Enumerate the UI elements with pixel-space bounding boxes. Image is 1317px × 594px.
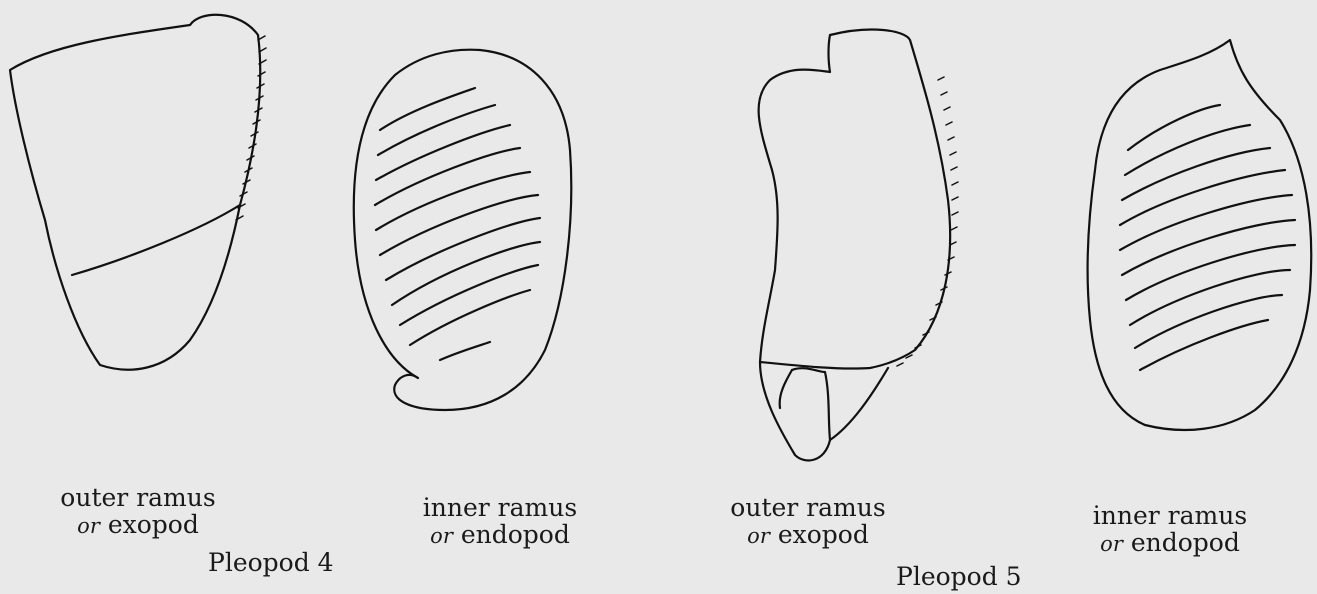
pleopod-5-endopod-label: inner ramus or endopod (1080, 502, 1260, 558)
pleopod-4-exopod-drawing (10, 15, 266, 370)
pleopod-4-caption: Pleopod 4 (208, 548, 334, 577)
label-or: or (430, 524, 453, 548)
label-line1: outer ramus (718, 494, 898, 521)
pleopod-4-exopod-label: outer ramus or exopod (48, 484, 228, 540)
pleopod-5-exopod-drawing (759, 30, 958, 461)
pleopod-4-endopod-drawing (354, 50, 571, 410)
label-line2: or exopod (718, 521, 898, 550)
pleopod-4-exopod-setae (236, 36, 266, 220)
label-line1: inner ramus (410, 494, 590, 521)
label-term: endopod (461, 520, 570, 549)
label-line2: or endopod (1080, 529, 1260, 558)
label-or: or (77, 514, 100, 538)
label-line1: outer ramus (48, 484, 228, 511)
label-term: endopod (1131, 528, 1240, 557)
label-term: exopod (108, 510, 199, 539)
pleopod-5-caption: Pleopod 5 (896, 562, 1022, 591)
label-or: or (1100, 532, 1123, 556)
pleopod-4-endopod-label: inner ramus or endopod (410, 494, 590, 550)
label-or: or (747, 524, 770, 548)
label-line2: or endopod (410, 521, 590, 550)
label-term: exopod (778, 520, 869, 549)
label-line1: inner ramus (1080, 502, 1260, 529)
pleopod-5-endopod-drawing (1088, 40, 1312, 430)
pleopod-5-exopod-label: outer ramus or exopod (718, 494, 898, 550)
label-line2: or exopod (48, 511, 228, 540)
